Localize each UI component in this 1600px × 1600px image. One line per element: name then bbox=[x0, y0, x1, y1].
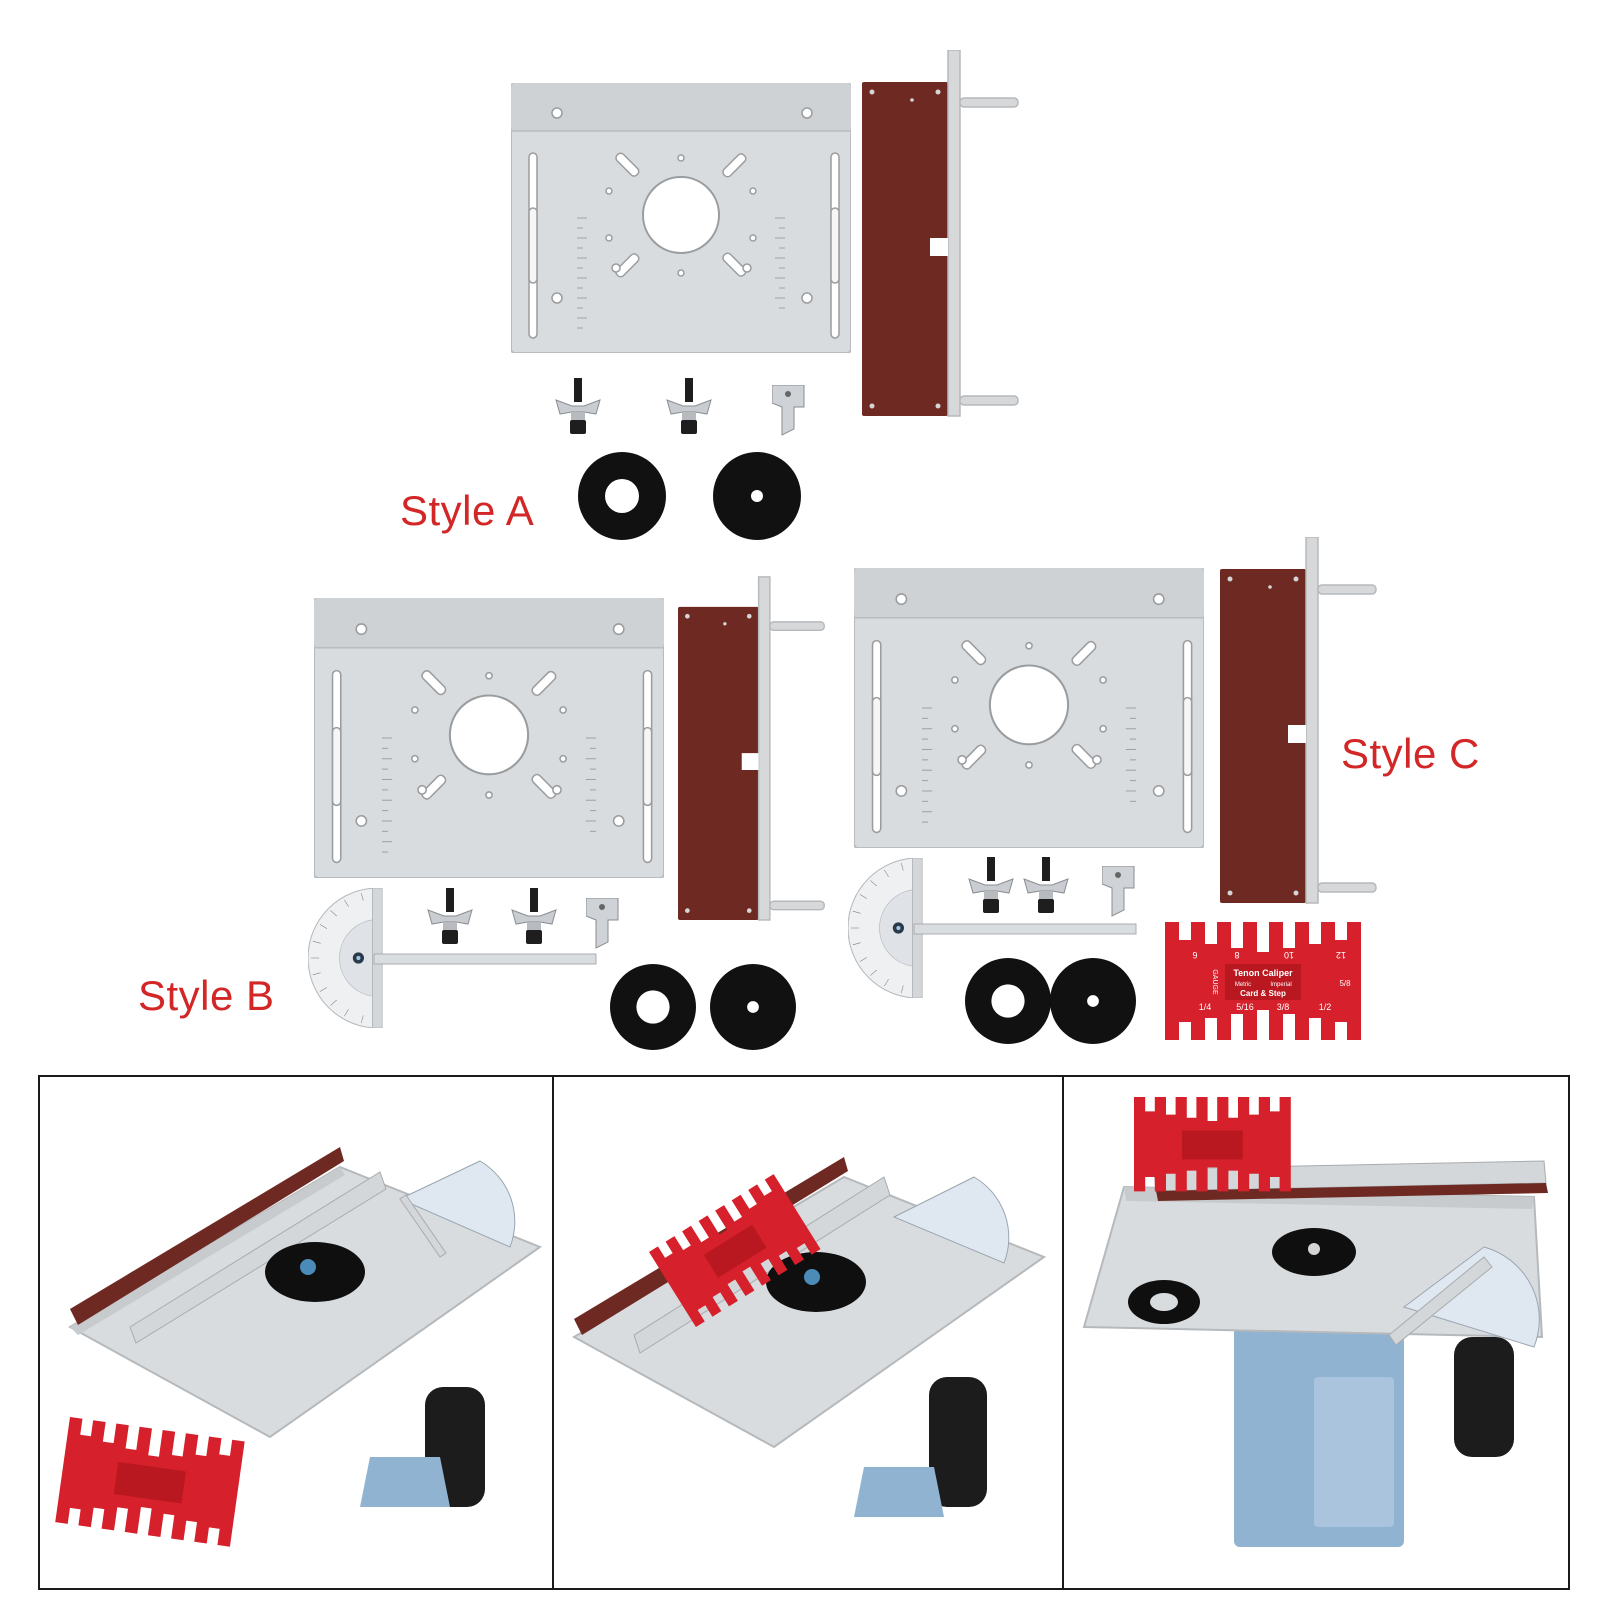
style-c-label: Style C bbox=[1341, 730, 1480, 777]
gauge-line1: Tenon Caliper bbox=[1233, 968, 1293, 978]
gauge-frac-e: 5/8 bbox=[1339, 979, 1351, 988]
style-a-fence bbox=[862, 50, 1022, 430]
photo-panel-1 bbox=[38, 1075, 554, 1590]
gauge-frac-a: 1/4 bbox=[1199, 1002, 1212, 1012]
style-b-fence bbox=[678, 565, 828, 945]
style-a-label: Style A bbox=[400, 487, 535, 534]
style-a-wingbolt-1 bbox=[552, 378, 604, 436]
gauge-line3: Imperial bbox=[1270, 982, 1291, 988]
style-c-tenon-gauge: Tenon Caliper Metric Imperial Card & Ste… bbox=[1165, 922, 1365, 1046]
style-a-wingbolt-2 bbox=[663, 378, 715, 436]
gauge-num-d: 6 bbox=[1192, 950, 1197, 960]
style-b-ring-large bbox=[610, 964, 696, 1050]
gauge-frac-b: 5/16 bbox=[1236, 1002, 1254, 1012]
gauge-frac-d: 1/2 bbox=[1319, 1002, 1332, 1012]
style-b-wingbolt-2 bbox=[508, 888, 560, 946]
gauge-line4: Card & Step bbox=[1240, 989, 1286, 998]
style-c-fence bbox=[1220, 537, 1380, 917]
style-b-wingbolt-1 bbox=[424, 888, 476, 946]
style-b-plate bbox=[314, 598, 664, 878]
style-c-bracket bbox=[1102, 866, 1136, 918]
style-b-protractor bbox=[308, 888, 598, 1028]
photo-panel-2 bbox=[552, 1075, 1064, 1590]
style-c-wingbolt-2 bbox=[1020, 857, 1072, 915]
style-b-label: Style B bbox=[138, 972, 275, 1019]
style-b-bracket bbox=[586, 898, 620, 950]
style-c-wingbolt-1 bbox=[965, 857, 1017, 915]
gauge-side: GAUGE bbox=[1211, 969, 1218, 995]
gauge-frac-c: 3/8 bbox=[1277, 1002, 1290, 1012]
photo-panel-3 bbox=[1062, 1075, 1570, 1590]
gauge-line2: Metric bbox=[1235, 982, 1251, 988]
style-c-plate bbox=[854, 568, 1204, 848]
style-c-ring-large bbox=[965, 958, 1051, 1044]
style-a-ring-large bbox=[578, 452, 666, 540]
gauge-num-c: 8 bbox=[1234, 950, 1239, 960]
style-a-plate bbox=[511, 83, 851, 353]
style-c-ring-small bbox=[1050, 958, 1136, 1044]
gauge-num-a: 12 bbox=[1336, 950, 1346, 960]
style-c-protractor bbox=[848, 858, 1138, 998]
style-a-ring-small bbox=[713, 452, 801, 540]
gauge-num-b: 10 bbox=[1284, 950, 1294, 960]
style-b-ring-small bbox=[710, 964, 796, 1050]
style-a-bracket bbox=[772, 385, 806, 437]
